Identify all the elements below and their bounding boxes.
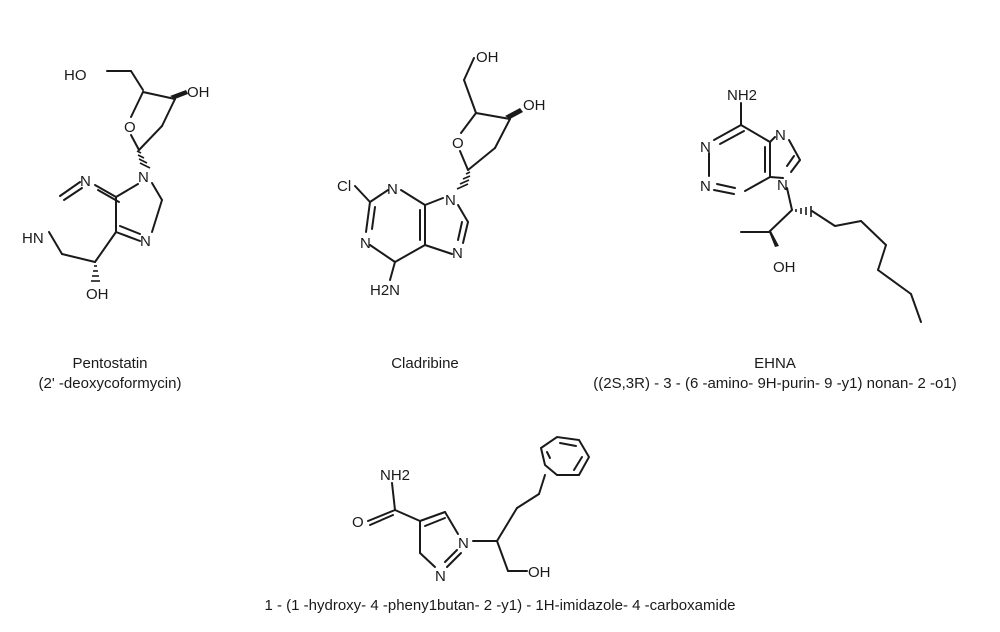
nitrogen-label: N (700, 139, 711, 156)
nitrogen-label: N (138, 169, 149, 186)
ehna-structure: NH2 N N N N OH (700, 87, 922, 323)
hydroxyl-label: OH (187, 84, 210, 101)
molecule-name: EHNA (754, 355, 796, 372)
nitrogen-label: N (387, 181, 398, 198)
hashed-bond (136, 150, 151, 169)
nitrogen-label: N (458, 535, 469, 552)
molecule-subtitle: ((2S,3R) - 3 - (6 -amino- 9H-purin- 9 -y… (593, 375, 957, 392)
nitrogen-label: N (80, 173, 91, 190)
amine-label: NH2 (727, 87, 757, 104)
pentostatin-structure: HO OH O N N HN N OH (22, 67, 210, 303)
nitrogen-label: N (775, 127, 786, 144)
hydroxyl-label: HO (64, 67, 87, 84)
oxygen-label: O (452, 135, 464, 152)
molecule-subtitle: (2' -deoxycoformycin) (38, 375, 182, 392)
hydroxyl-label: OH (86, 286, 109, 303)
molecule-name: Cladribine (391, 355, 459, 372)
nitrogen-label: N (360, 235, 371, 252)
hydroxyl-label: OH (523, 97, 546, 114)
oxygen-label: O (352, 514, 364, 531)
hydroxyl-label: OH (773, 259, 796, 276)
nitrogen-label: N (452, 245, 463, 262)
cladribine-caption: Cladribine (365, 354, 485, 374)
molecule-name: Pentostatin (72, 355, 148, 372)
ehna-caption: EHNA ((2S,3R) - 3 - (6 -amino- 9H-purin-… (560, 354, 990, 394)
nitrogen-label: N (140, 233, 151, 250)
amine-label: H2N (370, 282, 400, 299)
nitrogen-label: N (445, 192, 456, 209)
pentostatin-caption: Pentostatin (2' -deoxycoformycin) (20, 354, 200, 394)
oxygen-label: O (124, 119, 136, 136)
hashed-bond (91, 265, 100, 282)
imidazole-carboxamide-structure: NH2 O N N OH (352, 435, 591, 585)
hashed-bond (456, 171, 471, 190)
amine-label: HN (22, 230, 44, 247)
molecule-subtitle: 1 - (1 -hydroxy- 4 -pheny1butan- 2 -y1) … (264, 597, 736, 614)
hydroxyl-label: OH (528, 564, 551, 581)
hashed-bond (795, 206, 812, 217)
nitrogen-label: N (700, 178, 711, 195)
imidazole-caption: 1 - (1 -hydroxy- 4 -pheny1butan- 2 -y1) … (200, 596, 800, 616)
hydroxyl-label: OH (476, 49, 499, 66)
nitrogen-label: N (777, 177, 788, 194)
nitrogen-label: N (435, 568, 446, 585)
chlorine-label: Cl (337, 178, 351, 195)
amine-label: NH2 (380, 467, 410, 484)
cladribine-structure: OH OH O Cl N N N N H2N (337, 49, 546, 299)
